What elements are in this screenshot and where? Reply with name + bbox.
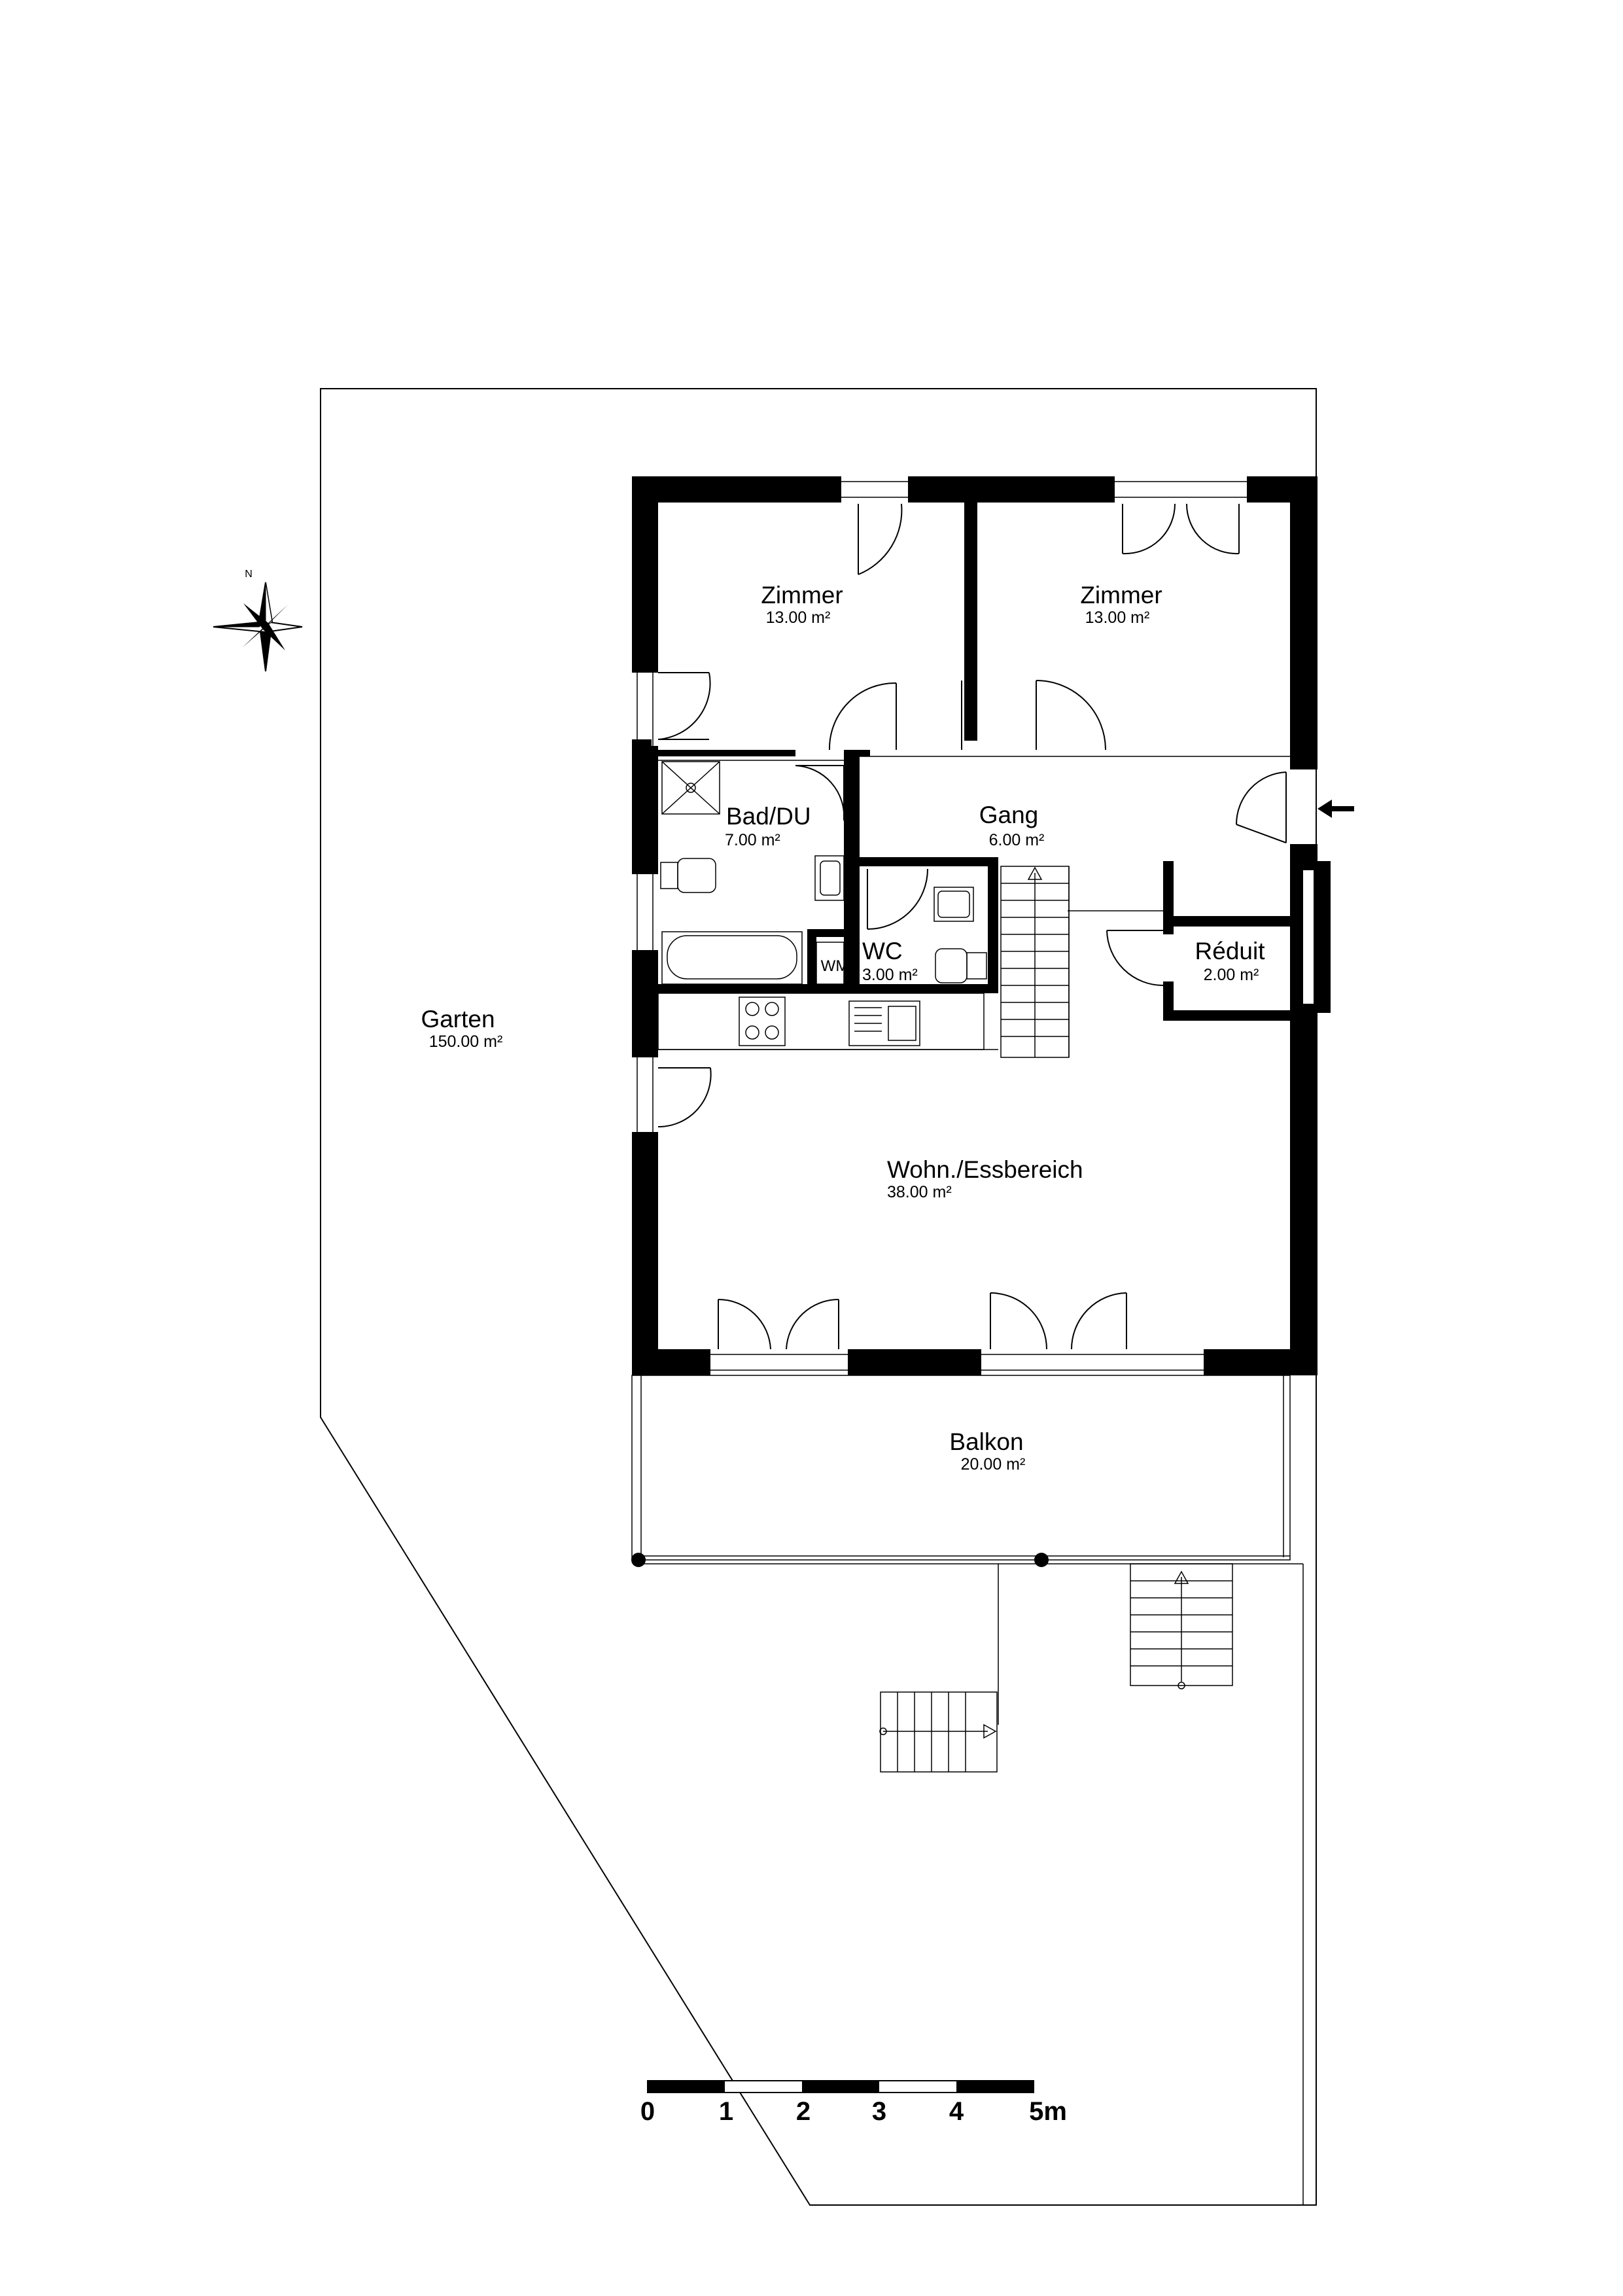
room-area-zimmer-2: 13.00 m² [1085, 609, 1150, 627]
scale-label-3: 3 [872, 2097, 886, 2126]
washing-machine-icon [816, 942, 845, 985]
kitchen [657, 993, 985, 1050]
scale-label-5: 5m [1029, 2097, 1067, 2126]
room-area-balkon: 20.00 m² [961, 1455, 1026, 1474]
room-name-gang: Gang [979, 802, 1039, 828]
compass-rose-icon [213, 582, 303, 672]
room-name-garten: Garten [421, 1006, 495, 1033]
compass-north-label: N [245, 569, 253, 580]
room-area-wc: 3.00 m² [862, 966, 918, 984]
room-name-zimmer-1: Zimmer [761, 582, 843, 609]
shower-icon [661, 761, 720, 815]
room-area-gang: 6.00 m² [989, 831, 1045, 849]
scale-bar: 0 1 2 3 4 5m [640, 2080, 1067, 2126]
scale-label-0: 0 [640, 2097, 655, 2126]
exterior-stairs-right [1130, 1563, 1233, 1689]
room-area-wohn: 38.00 m² [887, 1183, 952, 1201]
room-area-reduit: 2.00 m² [1204, 966, 1259, 984]
column-icon [631, 1553, 646, 1567]
toilet-icon [677, 858, 716, 893]
wc-sink-icon [934, 887, 974, 922]
scale-label-4: 4 [949, 2097, 964, 2126]
sink-icon [814, 855, 845, 901]
entrance-arrow-icon [1318, 800, 1354, 818]
scale-label-1: 1 [719, 2097, 733, 2126]
room-name-wc: WC [862, 938, 903, 964]
scale-label-2: 2 [796, 2097, 811, 2126]
room-labels: Zimmer 13.00 m² Zimmer 13.00 m² Bad/DU 7… [421, 582, 1265, 1474]
room-name-bad: Bad/DU [726, 803, 811, 830]
room-name-balkon: Balkon [949, 1428, 1023, 1455]
exterior-stairs-left [879, 1691, 998, 1773]
room-name-zimmer-2: Zimmer [1080, 582, 1162, 609]
room-area-zimmer-1: 13.00 m² [766, 609, 831, 627]
doors [657, 503, 1287, 1350]
room-area-garten: 150.00 m² [429, 1033, 503, 1051]
kitchen-sink-icon [848, 1000, 920, 1046]
kitchen-counter [657, 993, 985, 1050]
garden-boundary [320, 388, 1317, 2206]
exterior-walls [632, 476, 1318, 1375]
stove-icon [739, 997, 786, 1046]
room-name-wohn: Wohn./Essbereich [887, 1156, 1083, 1183]
windows [637, 481, 1247, 1371]
wc-toilet-icon [935, 948, 968, 983]
room-name-reduit: Réduit [1195, 938, 1266, 964]
interior-walls [632, 503, 1291, 1021]
washing-machine-label: WM [821, 957, 849, 975]
column-icon [1034, 1553, 1049, 1567]
interior-stairs [1000, 866, 1070, 1058]
bathroom-fixtures [660, 761, 987, 985]
garden-paths [998, 1564, 1304, 2205]
bathtub-icon [661, 931, 803, 985]
room-area-bad: 7.00 m² [725, 831, 780, 849]
